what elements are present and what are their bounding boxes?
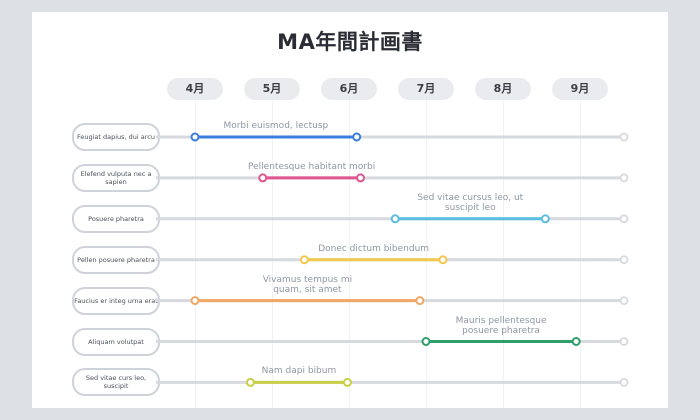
task-name: Pellen posuere pharetra (77, 255, 155, 264)
month-label: 4月 (167, 78, 223, 100)
task-name-pill[interactable]: Feugiat dapius, dui arcu (72, 123, 160, 151)
task-start-dot[interactable] (190, 296, 200, 306)
month-label: 8月 (475, 78, 531, 100)
task-start-dot[interactable] (258, 173, 268, 183)
task-label: Mauris pellentesque posuere pharetra (455, 315, 547, 336)
task-label: Sed vitae cursus leo, ut suscipit leo (417, 192, 524, 213)
track-end-dot (619, 132, 629, 142)
task-name: Faucius er integ urna erat (74, 296, 158, 305)
month-label: 6月 (321, 78, 377, 100)
task-name-pill[interactable]: Pellen posuere pharetra (72, 245, 160, 274)
month-label: 9月 (552, 78, 608, 100)
task-end-dot[interactable] (356, 173, 366, 183)
track-end-dot (619, 173, 629, 183)
task-name: Aliquam volutpat (88, 337, 144, 346)
task-start-dot[interactable] (190, 132, 200, 142)
task-end-dot[interactable] (540, 214, 550, 224)
task-end-dot[interactable] (352, 132, 362, 142)
task-end-dot[interactable] (342, 377, 352, 387)
task-label: Pellentesque habitant morbi (248, 161, 376, 172)
task-name-pill[interactable]: Sed vitae curs leo, suscipit (72, 368, 160, 397)
task-start-dot[interactable] (421, 337, 431, 346)
task-label: Morbi euismod, lectusp (223, 121, 329, 131)
task-name: Posuere pharetra (88, 214, 144, 223)
task-label: Vivamus tempus mi quam, sit amet (262, 274, 353, 295)
track-end-dot (619, 377, 629, 387)
task-end-dot[interactable] (571, 337, 581, 346)
task-label: Nam dapi bibum (261, 366, 337, 377)
task-name-pill[interactable]: Posuere pharetra (72, 204, 160, 233)
task-start-dot[interactable] (390, 214, 400, 224)
track-end-dot (619, 337, 629, 346)
month-gridline (580, 100, 581, 408)
month-gridline (349, 100, 350, 408)
track-end-dot (619, 255, 629, 265)
task-end-dot[interactable] (415, 296, 425, 306)
track-end-dot (619, 214, 629, 224)
task-name-pill[interactable]: Faucius er integ urna erat (72, 286, 160, 315)
month-gridline (272, 100, 273, 408)
month-gridline (426, 100, 427, 408)
page-title: MA年間計画書 (277, 30, 423, 54)
task-end-dot[interactable] (438, 255, 448, 265)
task-name: Elefend vulputa nec a sapien (80, 169, 152, 186)
month-label: 7月 (398, 78, 454, 100)
task-label: Donec dictum bibendum (318, 243, 430, 254)
month-gridline (503, 100, 504, 408)
track-end-dot (619, 296, 629, 306)
task-name: Feugiat dapius, dui arcu (76, 133, 156, 141)
task-start-dot[interactable] (299, 255, 309, 265)
task-name-pill[interactable]: Elefend vulputa nec a sapien (72, 163, 160, 192)
task-name: Sed vitae curs leo, suscipit (85, 374, 147, 391)
timeline-chart (156, 132, 629, 387)
month-gridline (195, 100, 196, 408)
task-start-dot[interactable] (245, 377, 255, 387)
plan-card: MA年間計画書 4月 5月 6月 7月 8月 9月 Feugiat dapius, dui… (32, 12, 668, 408)
month-label: 5月 (244, 78, 300, 100)
